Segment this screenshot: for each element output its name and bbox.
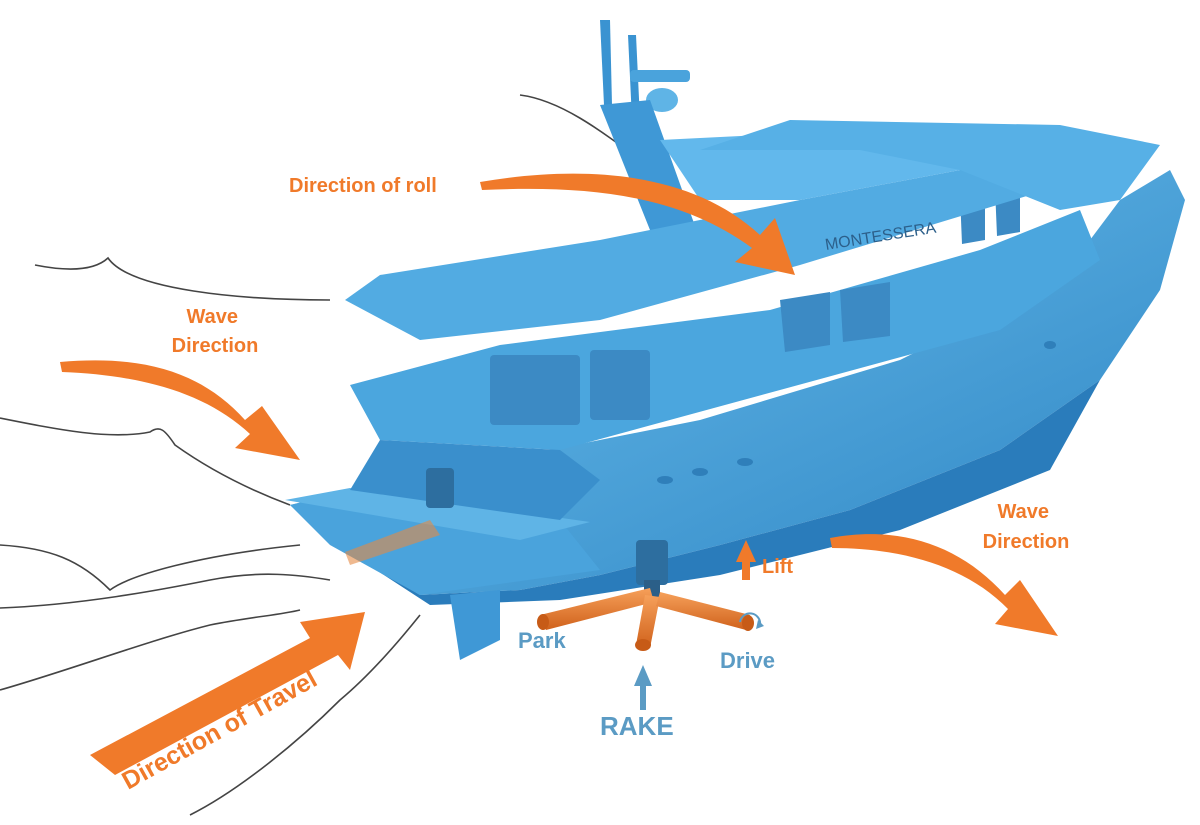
- window: [590, 350, 650, 420]
- rod-end-drive: [742, 615, 754, 631]
- wave-line: [0, 544, 301, 592]
- hardtop: [700, 120, 1160, 210]
- mast: [600, 20, 612, 105]
- label-line: Direction: [172, 335, 259, 357]
- wave-lines: [0, 94, 721, 816]
- orange-arrows: [60, 173, 1058, 775]
- porthole: [737, 458, 753, 466]
- wave-arrow-right: [830, 534, 1058, 636]
- hull-side: [330, 380, 1100, 605]
- wave-line: [0, 573, 331, 609]
- stabilizer-rod-drive: [656, 592, 750, 630]
- label-lift: Lift: [762, 556, 793, 578]
- blue-arrows: [634, 612, 764, 710]
- rod-end-rake: [635, 639, 651, 651]
- stabilizer-actuator-aft: [426, 468, 454, 508]
- label-drive: Drive: [720, 648, 775, 673]
- rudder: [450, 590, 500, 660]
- portholes: [657, 341, 1056, 484]
- wave-arrow-left: [60, 360, 300, 460]
- cockpit: [350, 440, 600, 520]
- label-wave-direction-left: Wave Direction: [172, 306, 259, 357]
- flybridge: [345, 160, 1040, 340]
- wave-line: [189, 614, 421, 816]
- yacht-illustration: MONTESSERA: [285, 20, 1185, 660]
- stabilizer-rod-park: [540, 588, 654, 630]
- travel-arrow: [90, 612, 365, 775]
- roll-arrow: [480, 173, 795, 275]
- wave-line: [34, 256, 331, 301]
- lift-arrow: [736, 540, 756, 580]
- label-wave-direction-right: Wave Direction: [983, 501, 1070, 553]
- stabilizer-rod-aft: [345, 520, 440, 565]
- wave-line: [0, 417, 291, 506]
- porthole: [657, 476, 673, 484]
- window: [780, 292, 830, 352]
- drive-rotation-icon: [756, 620, 764, 629]
- label-line: Direction: [983, 531, 1070, 553]
- label-line: Wave: [186, 306, 238, 328]
- rake-arrow: [634, 665, 652, 710]
- arch: [600, 100, 700, 255]
- label-line: Wave: [997, 501, 1049, 523]
- radar: [630, 70, 690, 82]
- label-direction-of-roll: Direction of roll: [289, 175, 437, 197]
- porthole: [692, 468, 708, 476]
- radome: [646, 88, 678, 112]
- window: [840, 282, 890, 342]
- porthole: [1044, 341, 1056, 349]
- window: [490, 355, 580, 425]
- stabilizer-rod-rake: [636, 595, 660, 648]
- rod-end-park: [537, 614, 549, 630]
- label-park: Park: [518, 628, 566, 653]
- wave-line: [0, 609, 301, 691]
- label-rake: RAKE: [600, 711, 674, 741]
- drive-rotation-icon: [739, 612, 762, 626]
- stabilizer-actuator-main: [636, 540, 668, 585]
- swim-platform: [285, 488, 590, 540]
